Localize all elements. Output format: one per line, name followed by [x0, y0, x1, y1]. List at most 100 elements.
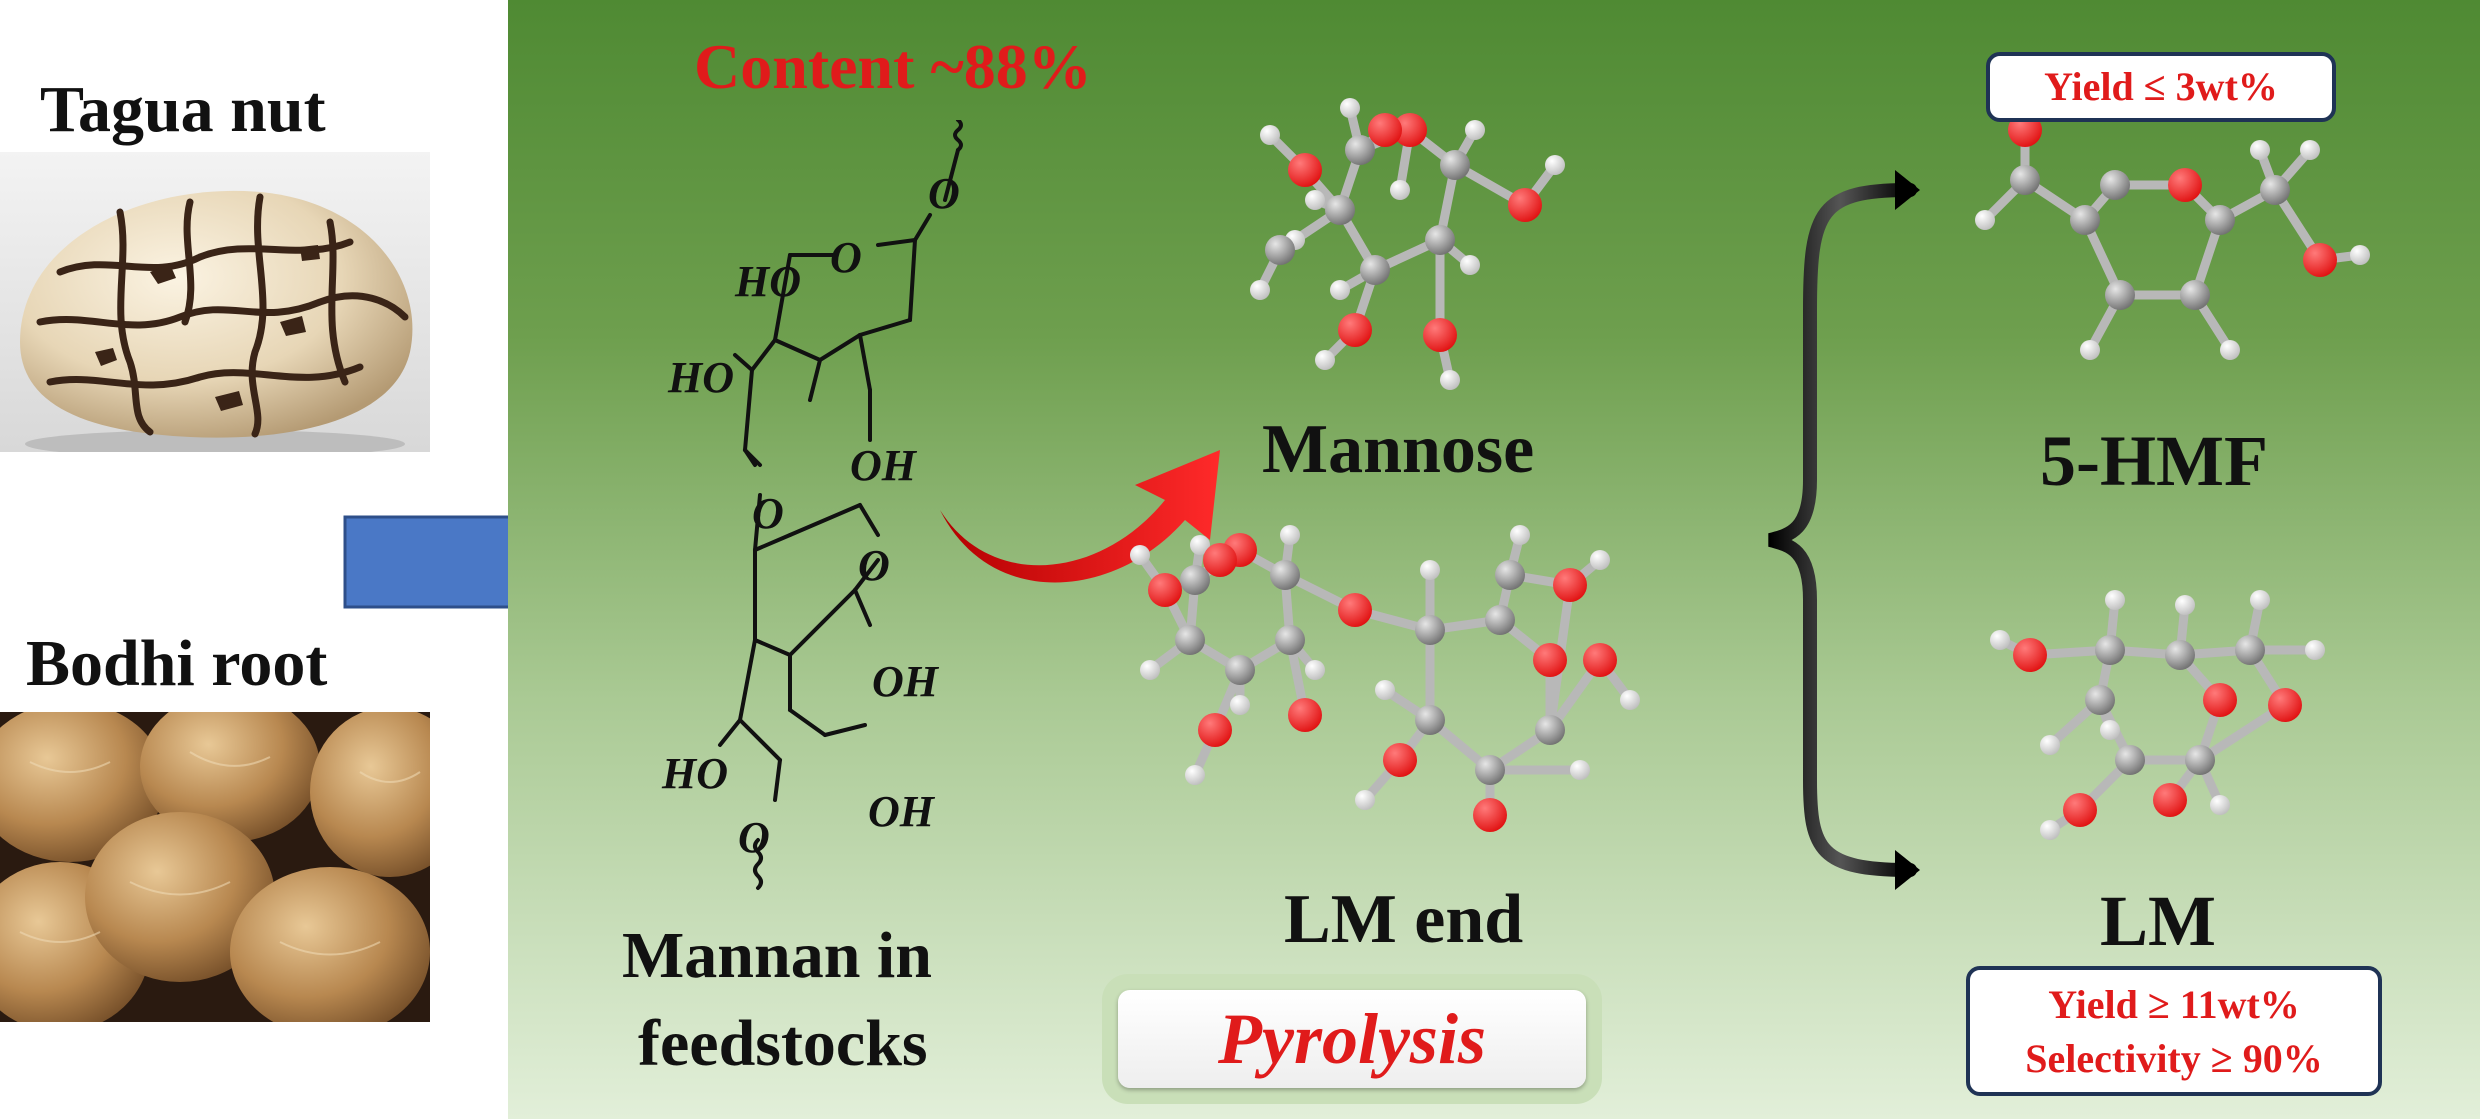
carbon-atom — [1270, 560, 1300, 590]
oxygen-atom — [1473, 798, 1507, 832]
oxygen-atom — [2153, 783, 2187, 817]
oxygen-atom — [1393, 113, 1427, 147]
lm-yield-box: Yield ≥ 11wt% Selectivity ≥ 90% — [1966, 966, 2382, 1096]
carbon-atom — [1275, 625, 1305, 655]
oxygen-atom — [1148, 573, 1182, 607]
carbon-atom — [1475, 755, 1505, 785]
carbon-atom — [1325, 195, 1355, 225]
hydrogen-atom — [1420, 560, 1440, 580]
lm-end-label: LM end — [1284, 881, 1524, 958]
hydrogen-atom — [2040, 735, 2060, 755]
hydrogen-atom — [1330, 280, 1350, 300]
mannan-oh-r2b: OH — [868, 787, 934, 836]
mannan-o-ring1: O — [830, 233, 862, 282]
hydrogen-atom — [1510, 525, 1530, 545]
pyrolysis-box: Pyrolysis — [1102, 974, 1602, 1104]
mannan-o-link-mid: O — [752, 489, 784, 538]
hydrogen-atom — [1990, 630, 2010, 650]
oxygen-atom — [1338, 313, 1372, 347]
hydrogen-atom — [1140, 660, 1160, 680]
carbon-atom — [2105, 280, 2135, 310]
mannan-o-top: O — [928, 169, 960, 218]
carbon-atom — [1360, 255, 1390, 285]
tagua-nut-label: Tagua nut — [40, 73, 326, 146]
pyrolysis-inner: Pyrolysis — [1118, 990, 1586, 1088]
carbon-atom — [1425, 225, 1455, 255]
oxygen-atom — [1288, 698, 1322, 732]
hydrogen-atom — [1620, 690, 1640, 710]
tagua-nut-photo — [0, 152, 430, 452]
bodhi-root-photo — [0, 712, 430, 1022]
oxygen-atom — [1553, 568, 1587, 602]
hydrogen-atom — [1250, 280, 1270, 300]
mannose-label: Mannose — [1262, 411, 1535, 488]
oxygen-atom — [2168, 168, 2202, 202]
oxygen-atom — [1583, 643, 1617, 677]
carbon-atom — [1535, 715, 1565, 745]
hydrogen-atom — [1975, 210, 1995, 230]
carbon-atom — [2185, 745, 2215, 775]
hydrogen-atom — [1315, 350, 1335, 370]
hydrogen-atom — [1465, 120, 1485, 140]
hydrogen-atom — [2100, 720, 2120, 740]
hydrogen-atom — [1280, 525, 1300, 545]
carbon-atom — [2100, 170, 2130, 200]
hydrogen-atom — [1570, 760, 1590, 780]
carbon-atom — [1175, 625, 1205, 655]
oxygen-atom — [1198, 713, 1232, 747]
mannan-structure — [718, 120, 963, 890]
hmf-yield-box: Yield ≤ 3wt% — [1986, 52, 2336, 122]
hmf-molecule — [1975, 113, 2370, 360]
carbon-atom — [2070, 205, 2100, 235]
mannan-o-link-bot: O — [738, 813, 770, 862]
oxygen-atom — [1338, 593, 1372, 627]
mannan-oh-mid: OH — [850, 441, 916, 490]
carbon-atom — [2260, 175, 2290, 205]
lm-molecule — [1990, 590, 2325, 840]
lm-label: LM — [2100, 881, 2216, 961]
hydrogen-atom — [1305, 190, 1325, 210]
hydrogen-atom — [1185, 765, 1205, 785]
carbon-atom — [2235, 635, 2265, 665]
oxygen-atom — [1533, 643, 1567, 677]
oxygen-atom — [1423, 318, 1457, 352]
black-brace-arrow-icon — [1663, 170, 1920, 890]
hydrogen-atom — [1340, 98, 1360, 118]
hydrogen-atom — [2305, 640, 2325, 660]
mannan-ho-top: HO — [735, 257, 801, 306]
carbon-atom — [1225, 655, 1255, 685]
carbon-atom — [2165, 640, 2195, 670]
hydrogen-atom — [1590, 550, 1610, 570]
oxygen-atom — [1288, 153, 1322, 187]
hydrogen-atom — [1440, 370, 1460, 390]
oxygen-atom — [2013, 638, 2047, 672]
hydrogen-atom — [2080, 340, 2100, 360]
oxygen-atom — [1383, 743, 1417, 777]
oxygen-atom — [2303, 243, 2337, 277]
carbon-atom — [1345, 135, 1375, 165]
hydrogen-atom — [2300, 140, 2320, 160]
hydrogen-atom — [2250, 140, 2270, 160]
hydrogen-atom — [1390, 180, 1410, 200]
pyrolysis-label: Pyrolysis — [1218, 998, 1486, 1079]
mannan-ho-mid: HO — [668, 353, 734, 402]
carbon-atom — [2095, 635, 2125, 665]
hydrogen-atom — [2175, 595, 2195, 615]
lm-selectivity-text: Selectivity ≥ 90% — [2025, 1036, 2323, 1081]
mannan-oh-r2: OH — [872, 657, 938, 706]
hydrogen-atom — [1230, 695, 1250, 715]
hydrogen-atom — [1260, 125, 1280, 145]
hydrogen-atom — [2220, 340, 2240, 360]
mannan-ho-r2: HO — [662, 749, 728, 798]
carbon-atom — [1495, 560, 1525, 590]
carbon-atom — [2180, 280, 2210, 310]
carbon-atom — [1485, 605, 1515, 635]
carbon-atom — [2085, 685, 2115, 715]
carbon-atom — [1415, 705, 1445, 735]
red-curved-arrow-icon — [940, 450, 1220, 583]
hydrogen-atom — [1460, 255, 1480, 275]
carbon-atom — [2010, 165, 2040, 195]
hydrogen-atom — [1190, 535, 1210, 555]
hydrogen-atom — [2105, 590, 2125, 610]
